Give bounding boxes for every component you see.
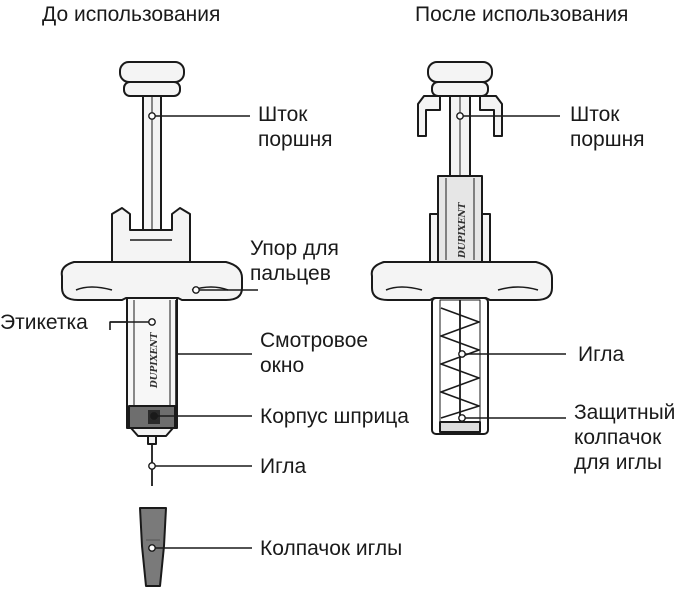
plunger-head-after — [427, 61, 493, 83]
syringe-before — [60, 61, 243, 587]
brand-logo-before: DUPIXENT — [150, 331, 160, 389]
heading-after: После использования — [415, 3, 629, 26]
finger-grip-before — [60, 261, 243, 301]
label-view-window: Смотровое окно — [260, 329, 369, 377]
brand-logo-after: DUPIXENT — [458, 201, 468, 259]
plunger-head-before — [119, 61, 185, 83]
spring — [440, 307, 480, 419]
label-needle-guard: Защитный колпачок для иглы — [574, 401, 676, 474]
label-needle-after: Игла — [578, 343, 625, 366]
label-plunger-rod-before: Шток поршня — [258, 103, 333, 151]
finger-grip-after — [370, 261, 553, 301]
label-needle-cap: Колпачок иглы — [260, 537, 403, 560]
label-label: Этикетка — [0, 311, 88, 334]
leader-lines — [109, 115, 566, 549]
label-finger-grip: Упор для пальцев — [250, 237, 339, 285]
syringe-after — [370, 61, 553, 435]
label-plunger-rod-after: Шток поршня — [570, 103, 645, 151]
heading-before: До использования — [42, 3, 221, 26]
label-syringe-body: Корпус шприца — [260, 405, 409, 428]
label-needle-before: Игла — [260, 455, 307, 478]
